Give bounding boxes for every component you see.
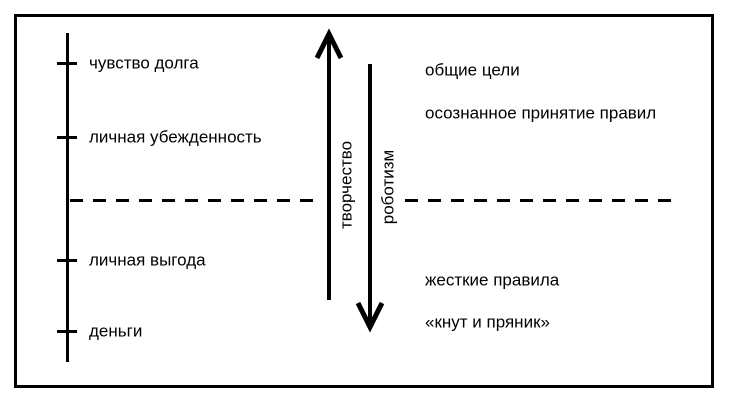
axis-tick bbox=[57, 62, 77, 65]
creativity-up-arrow bbox=[314, 28, 344, 300]
right-label-conscious-rules: осознанное принятие правил bbox=[425, 103, 657, 123]
right-label-strict-rules: жесткие правила bbox=[425, 270, 560, 290]
y-axis-line bbox=[66, 33, 69, 362]
down-arrow-label-robotism: роботизм bbox=[378, 149, 398, 225]
up-arrow-label-creativity: творчество bbox=[336, 140, 356, 230]
dashed-midline-left bbox=[70, 199, 316, 202]
dashed-midline-right bbox=[405, 199, 678, 202]
right-label-common-goals: общие цели bbox=[425, 60, 520, 80]
robotism-down-arrow bbox=[355, 64, 385, 333]
tick-label-personal-gain: личная выгода bbox=[89, 250, 206, 270]
tick-label-money: деньги bbox=[89, 321, 143, 341]
arrows-graphic bbox=[314, 28, 385, 333]
axis-tick bbox=[57, 259, 77, 262]
tick-label-sense-of-duty: чувство долга bbox=[89, 53, 199, 73]
tick-label-personal-conviction: личная убежденность bbox=[89, 127, 262, 147]
axis-tick bbox=[57, 330, 77, 333]
right-label-carrot-and-stick: «кнут и пряник» bbox=[425, 312, 550, 332]
axis-tick bbox=[57, 136, 77, 139]
